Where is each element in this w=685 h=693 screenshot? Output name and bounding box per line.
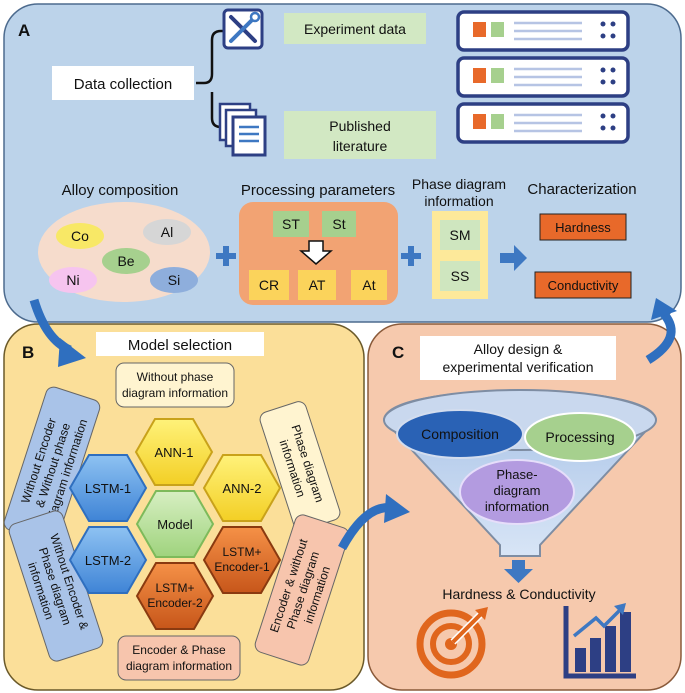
- alloy-design-box: [420, 336, 616, 380]
- hex-ann-2-label: ANN-2: [222, 481, 261, 496]
- element-si: [150, 267, 198, 293]
- result-label: Hardness & Conductivity: [442, 586, 595, 602]
- panel-c-letter: C: [392, 343, 404, 362]
- panel-c: C Alloy design & experimental verificati…: [367, 323, 682, 691]
- experiment-data-label: Experiment data: [304, 21, 406, 37]
- down-arrow-icon: [504, 560, 533, 583]
- hex-model-label: Model: [157, 517, 193, 532]
- arrow-a-to-b: [29, 298, 86, 367]
- param-at-lower-label: At: [362, 277, 375, 293]
- hex-lstm-2: LSTM-2: [68, 526, 148, 594]
- hex-lstm-encoder-1: LSTM+ Encoder-1: [202, 526, 282, 594]
- bar-chart-icon: [563, 603, 636, 679]
- phase-ss-label: SS: [451, 268, 470, 284]
- database-server-icon: [456, 102, 630, 144]
- element-al: [143, 219, 191, 245]
- published-literature-line1: Published: [329, 118, 391, 134]
- hex-ann-1-label: ANN-1: [154, 445, 193, 460]
- target-icon: [416, 607, 488, 679]
- hex-lstm-1-label: LSTM-1: [85, 481, 131, 496]
- element-al-label: Al: [161, 224, 173, 240]
- element-ni-label: Ni: [66, 272, 79, 288]
- param-at-box: [298, 270, 336, 300]
- param-cr-box: [249, 270, 289, 300]
- element-ni: [49, 267, 97, 293]
- plus-icon: [401, 246, 421, 266]
- composition-label: Composition: [421, 426, 499, 442]
- model-selection-title: Model selection: [128, 337, 232, 354]
- param-st-label: ST: [282, 216, 300, 232]
- phase-diagram-ellipse: [459, 459, 575, 525]
- hex-lstm-encoder-2: LSTM+ Encoder-2: [135, 562, 215, 630]
- processing-label: Processing: [545, 429, 614, 445]
- element-co: [56, 223, 104, 249]
- characterization-title: Characterization: [527, 181, 636, 198]
- tools-icon: [222, 8, 264, 50]
- panel-b-letter: B: [22, 343, 34, 362]
- param-at-lower-box: [351, 270, 387, 300]
- panel-b: B Model selection Without phase diagram …: [3, 323, 365, 691]
- composition-ellipse: [396, 409, 524, 459]
- label-without-phase-line2: diagram information: [122, 386, 228, 400]
- arrow-b-to-c: [338, 494, 410, 551]
- label-encoder-without-phase: Encoder & without Phase diagram informat…: [254, 514, 350, 666]
- hex-ann-1: ANN-1: [134, 418, 214, 486]
- hex-lstm-encoder-1-line1: LSTM+: [222, 545, 261, 559]
- database-server-icon: [456, 10, 630, 52]
- phase-sm-box: [440, 220, 480, 250]
- phase-diagram-title-line1: Phase diagram: [412, 176, 506, 192]
- experiment-data-box: [284, 13, 426, 44]
- published-literature-line2: literature: [333, 138, 388, 154]
- documents-icon: [218, 102, 267, 157]
- param-cr-label: CR: [259, 277, 279, 293]
- arrow-c-to-a: [645, 298, 677, 364]
- plus-icon: [216, 246, 236, 266]
- label-bottom-line1: Encoder & Phase: [132, 643, 226, 657]
- element-si-label: Si: [168, 272, 180, 288]
- down-arrow-icon: [298, 240, 334, 265]
- database-server-icon: [456, 56, 630, 98]
- phase-diagram-line2: diagram: [494, 483, 541, 498]
- param-st-box: [273, 211, 309, 237]
- phase-ss-box: [440, 261, 480, 291]
- conductivity-label: Conductivity: [548, 278, 619, 293]
- label-without-phase-line1: Without phase: [137, 370, 214, 384]
- alloy-design-title-line2: experimental verification: [443, 359, 594, 375]
- hex-model-center: Model: [135, 490, 215, 558]
- hex-lstm-1: LSTM-1: [68, 454, 148, 522]
- label-encoder-phase: [117, 635, 241, 681]
- param-st-lower-box: [322, 211, 356, 237]
- label-without-phase: [115, 362, 235, 408]
- element-be: [102, 248, 150, 274]
- published-literature-box: [284, 111, 436, 159]
- panel-a: A Data collection Experiment data Publis…: [3, 3, 682, 323]
- hex-lstm-2-label: LSTM-2: [85, 553, 131, 568]
- processing-parameters-title: Processing parameters: [241, 182, 395, 199]
- hex-ann-2: ANN-2: [202, 454, 282, 522]
- data-collection-label: Data collection: [74, 76, 172, 93]
- phase-sm-label: SM: [450, 227, 471, 243]
- element-be-label: Be: [117, 253, 134, 269]
- processing-ellipse: [524, 412, 636, 462]
- phase-diagram-title-line2: information: [424, 193, 493, 209]
- label-bottom-line2: diagram information: [126, 659, 232, 673]
- hex-lstm-encoder-1-line2: Encoder-1: [214, 560, 270, 574]
- panel-a-letter: A: [18, 21, 30, 40]
- param-st-lower-label: St: [332, 216, 345, 232]
- hex-lstm-encoder-2-line2: Encoder-2: [147, 596, 203, 610]
- conductivity-box: [534, 271, 632, 299]
- right-arrow-icon: [500, 245, 527, 271]
- data-collection-box: [52, 66, 194, 100]
- phase-diagram-line1: Phase-: [496, 467, 537, 482]
- alloy-composition-title: Alloy composition: [62, 182, 179, 199]
- element-co-label: Co: [71, 228, 89, 244]
- param-at-label: AT: [309, 277, 326, 293]
- hardness-label: Hardness: [555, 220, 611, 235]
- hardness-box: [539, 213, 627, 241]
- phase-diagram-line3: information: [485, 499, 549, 514]
- alloy-design-title-line1: Alloy design &: [474, 341, 563, 357]
- hex-lstm-encoder-2-line1: LSTM+: [155, 581, 194, 595]
- model-selection-box: [96, 332, 264, 356]
